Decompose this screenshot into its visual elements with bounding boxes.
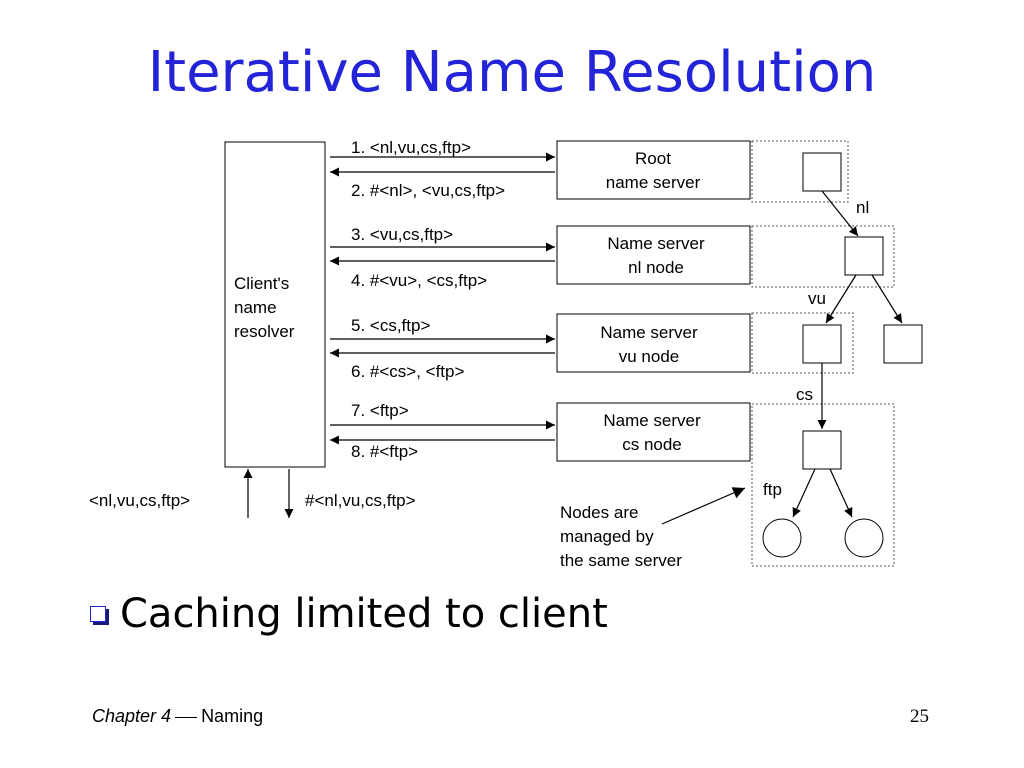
root-server-line2: name server xyxy=(606,173,701,192)
tree-node-cs xyxy=(802,430,842,470)
message-label-6: 6. #<cs>, <ftp> xyxy=(351,362,464,381)
tree-edge-nl-vu xyxy=(825,274,857,324)
cs-server-line1: Name server xyxy=(603,411,701,430)
message-label-1: 1. <nl,vu,cs,ftp> xyxy=(351,138,471,157)
vu-server-line1: Name server xyxy=(600,323,698,342)
client-output-label: #<nl,vu,cs,ftp> xyxy=(305,491,416,510)
footer-chapter-label: Chapter 4 xyxy=(92,706,172,726)
tree-edge-nl-sibling xyxy=(871,274,903,324)
checkbox-bullet-icon xyxy=(90,606,106,622)
note-line3: the same server xyxy=(560,551,682,570)
message-label-7: 7. <ftp> xyxy=(351,401,409,420)
nl-node-group xyxy=(751,225,895,288)
tree-edge-cs-ftp xyxy=(792,468,816,518)
bullet-text: Caching limited to client xyxy=(120,591,608,637)
message-label-3: 3. <vu,cs,ftp> xyxy=(351,225,453,244)
tree-edge-cs-other xyxy=(829,468,853,518)
tree-label-cs: cs xyxy=(796,385,813,404)
cs-server-line2: cs node xyxy=(622,435,682,454)
note-pointer-arrow xyxy=(661,487,746,525)
root-server-line1: Root xyxy=(635,149,671,168)
footer-dash xyxy=(175,716,198,718)
tree-node-vu xyxy=(802,324,842,364)
tree-node-sibling xyxy=(883,324,923,364)
slide-title: Iterative Name Resolution xyxy=(147,40,877,105)
tree-edge-root-nl xyxy=(821,190,859,237)
note-line2: managed by xyxy=(560,527,654,546)
page-number: 25 xyxy=(910,706,929,727)
root-server-box xyxy=(556,140,751,200)
vu-node-group xyxy=(751,312,854,374)
client-input-label: <nl,vu,cs,ftp> xyxy=(89,491,190,510)
message-label-2: 2. #<nl>, <vu,cs,ftp> xyxy=(351,181,505,200)
footer-topic: Naming xyxy=(201,706,264,726)
tree-node-root xyxy=(802,152,842,192)
vu-server-line2: vu node xyxy=(619,347,680,366)
client-label-line3: resolver xyxy=(234,322,295,341)
message-label-8: 8. #<ftp> xyxy=(351,442,418,461)
tree-label-vu: vu xyxy=(808,289,826,308)
footer-chapter: Chapter 4 Naming xyxy=(92,706,263,727)
message-label-5: 5. <cs,ftp> xyxy=(351,316,430,335)
bullet-item: Caching limited to client xyxy=(90,588,608,640)
client-resolver-box xyxy=(224,141,326,468)
tree-leaf-other xyxy=(844,518,884,558)
client-label-line1: Client's xyxy=(234,274,289,293)
nl-server-line1: Name server xyxy=(607,234,705,253)
tree-label-ftp: ftp xyxy=(763,480,782,499)
tree-leaf-ftp xyxy=(762,518,802,558)
cs-server-box xyxy=(556,402,751,462)
tree-label-nl: nl xyxy=(856,198,869,217)
nl-server-box xyxy=(556,225,751,285)
tree-node-nl xyxy=(844,236,884,276)
root-node-group xyxy=(751,140,849,203)
note-line1: Nodes are xyxy=(560,503,638,522)
client-label-line2: name xyxy=(234,298,277,317)
vu-server-box xyxy=(556,313,751,373)
message-label-4: 4. #<vu>, <cs,ftp> xyxy=(351,271,487,290)
nl-server-line2: nl node xyxy=(628,258,684,277)
